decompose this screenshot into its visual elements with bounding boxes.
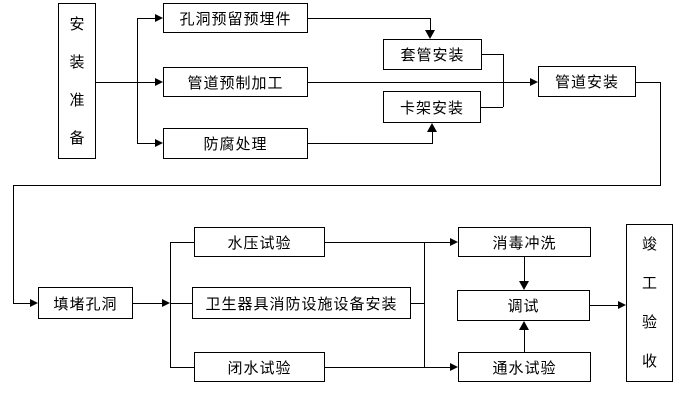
arrowhead	[155, 139, 163, 147]
node-anticorrosion-treatment: 防腐处理	[163, 128, 308, 159]
node-water-flow-test: 通水试验	[458, 352, 591, 382]
connector-line	[170, 367, 194, 368]
connector-line	[308, 82, 530, 83]
connector-line	[137, 18, 138, 144]
connector-line	[308, 18, 431, 19]
connector-line	[660, 82, 661, 186]
node-pipe-prefabrication: 管道预制加工	[163, 67, 308, 97]
arrowhead	[155, 14, 163, 22]
connector-line	[481, 107, 503, 108]
connector-line	[424, 242, 425, 367]
node-disinfection-flushing: 消毒冲洗	[458, 227, 591, 257]
node-closed-water-test: 闭水试验	[194, 352, 325, 382]
connector-line	[524, 329, 525, 352]
connector-line	[13, 303, 30, 304]
connector-line	[590, 305, 618, 306]
connector-line	[432, 132, 433, 144]
arrowhead	[519, 321, 529, 330]
connector-line	[482, 54, 503, 55]
node-sanitary-fire-equipment-installation: 卫生器具消防设施设备安装	[192, 287, 411, 319]
node-completion-acceptance: 竣 工 验 收	[626, 224, 673, 382]
node-bracket-installation: 卡架安装	[383, 91, 481, 123]
node-pipe-installation: 管道安装	[538, 66, 636, 97]
connector-line	[636, 82, 661, 83]
connector-line	[524, 257, 525, 282]
node-fill-holes: 填堵孔洞	[38, 287, 133, 319]
connector-line	[170, 242, 171, 367]
connector-line	[308, 143, 433, 144]
node-hole-reservation: 孔洞预留预埋件	[163, 3, 308, 33]
arrowhead	[30, 299, 38, 307]
arrowhead	[519, 281, 529, 290]
connector-line	[170, 303, 192, 304]
arrowhead	[155, 78, 163, 86]
arrowhead	[618, 301, 626, 309]
connector-line	[170, 242, 194, 243]
connector-line	[325, 242, 450, 243]
arrowhead	[162, 299, 170, 307]
connector-line	[133, 303, 162, 304]
connector-line	[13, 185, 661, 186]
arrowhead	[450, 363, 458, 371]
connector-line	[430, 18, 431, 31]
connector-line	[13, 185, 14, 304]
node-hydraulic-test: 水压试验	[194, 227, 325, 257]
arrowhead	[530, 78, 538, 86]
arrowhead	[425, 30, 435, 39]
connector-line	[411, 303, 424, 304]
node-sleeve-installation: 套管安装	[383, 39, 482, 70]
connector-line	[503, 54, 504, 107]
node-commissioning: 调试	[457, 290, 590, 321]
node-installation-prep: 安 装 准 备	[58, 3, 96, 159]
arrowhead	[450, 238, 458, 246]
connector-line	[96, 82, 155, 83]
connector-line	[137, 18, 155, 19]
arrowhead	[427, 123, 437, 132]
connector-line	[325, 367, 450, 368]
connector-line	[137, 143, 155, 144]
